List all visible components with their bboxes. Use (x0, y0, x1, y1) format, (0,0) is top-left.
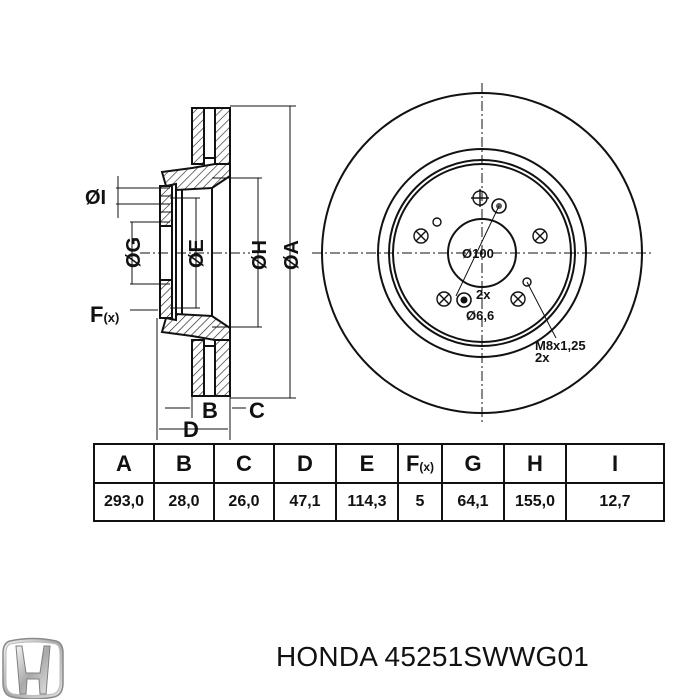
dimension-lines (116, 105, 296, 440)
col-header-H: H (503, 443, 567, 484)
brake-disc-drawing: ØI ØG ØE ØH ØA F(x) B C D (85, 83, 652, 440)
label-dia-I: ØI (85, 187, 106, 209)
label-hole-count: 2x (476, 287, 491, 302)
col-header-C: C (213, 443, 275, 484)
label-C: C (249, 398, 265, 423)
cell-E: 114,3 (335, 482, 399, 522)
cell-F: 5 (397, 482, 443, 522)
label-thread-count: 2x (535, 350, 550, 365)
part-caption: HONDA 45251SWWG01 (276, 641, 590, 672)
label-dia-E: ØE (186, 239, 208, 268)
cell-G: 64,1 (441, 482, 505, 522)
cell-B: 28,0 (153, 482, 215, 522)
front-view (312, 83, 652, 423)
label-F: F(x) (90, 302, 119, 327)
dimension-table: A B C D E F(x) G H I 293,0 28,0 26,0 47,… (93, 443, 665, 522)
table-header-row: A B C D E F(x) G H I (93, 443, 665, 484)
col-header-E: E (335, 443, 399, 484)
col-header-G: G (441, 443, 505, 484)
cell-H: 155,0 (503, 482, 567, 522)
honda-logo-icon (2, 637, 64, 699)
label-dia-G: ØG (123, 237, 145, 268)
cell-D: 47,1 (273, 482, 337, 522)
label-D: D (183, 417, 199, 440)
col-header-I: I (565, 443, 665, 484)
cell-I: 12,7 (565, 482, 665, 522)
col-header-B: B (153, 443, 215, 484)
cell-C: 26,0 (213, 482, 275, 522)
label-dia-A: ØA (281, 240, 303, 270)
label-thread: M8x1,25 (535, 338, 586, 353)
label-center-bore: Ø100 (462, 246, 494, 261)
label-hole-diameter: Ø6,6 (466, 308, 494, 323)
cell-A: 293,0 (93, 482, 155, 522)
label-dia-H: ØH (249, 240, 271, 270)
col-header-D: D (273, 443, 337, 484)
table-row: 293,0 28,0 26,0 47,1 114,3 5 64,1 155,0 … (93, 482, 665, 522)
cross-section-view (159, 107, 231, 397)
col-header-A: A (93, 443, 155, 484)
col-header-F: F(x) (397, 443, 443, 484)
label-B: B (202, 398, 218, 423)
